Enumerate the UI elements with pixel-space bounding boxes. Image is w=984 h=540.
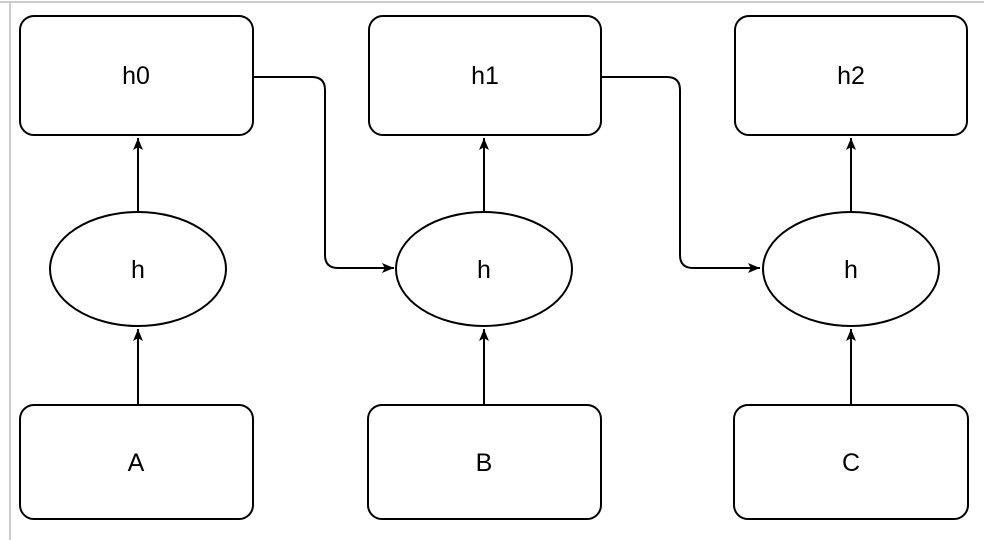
node-a-box xyxy=(19,404,254,520)
node-hidden-3-label: h xyxy=(844,256,858,284)
node-b-label: B xyxy=(476,449,493,477)
edge-h1-to-hidden3 xyxy=(601,76,760,273)
node-a: A xyxy=(19,404,254,520)
node-h2-box xyxy=(734,15,968,136)
node-hidden-2: h xyxy=(395,211,573,327)
node-hidden-2-label: h xyxy=(477,256,491,284)
node-c-label: C xyxy=(842,449,860,477)
node-h1-box xyxy=(368,15,602,136)
node-hidden-3-ellipse xyxy=(762,211,940,327)
node-b: B xyxy=(367,404,602,520)
node-c: C xyxy=(733,404,969,520)
node-hidden-1-label: h xyxy=(131,256,145,284)
node-c-box xyxy=(733,404,969,520)
node-h2: h2 xyxy=(734,15,968,136)
node-hidden-1: h xyxy=(49,211,227,327)
node-h0: h0 xyxy=(19,15,254,136)
node-hidden-2-ellipse xyxy=(395,211,573,327)
node-h1: h1 xyxy=(368,15,602,136)
edge-h0-to-hidden2 xyxy=(253,76,394,273)
node-h0-label: h0 xyxy=(122,62,150,90)
node-h2-label: h2 xyxy=(837,62,865,90)
node-a-label: A xyxy=(128,449,145,477)
node-h1-label: h1 xyxy=(471,62,499,90)
node-b-box xyxy=(367,404,602,520)
node-hidden-3: h xyxy=(762,211,940,327)
node-h0-box xyxy=(19,15,254,136)
node-hidden-1-ellipse xyxy=(49,211,227,327)
